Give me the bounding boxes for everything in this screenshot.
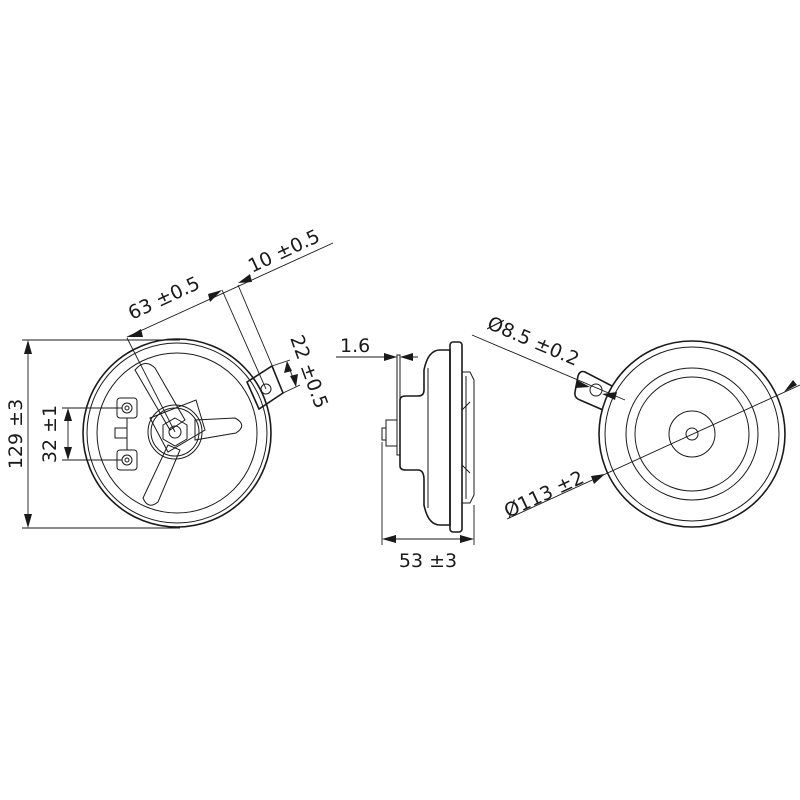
side-housing (399, 349, 451, 526)
center-plate (149, 399, 206, 453)
dim-outer-diameter-label: Ø113 ±2 (501, 467, 588, 523)
front-view: Ø8.5 ±0.2 Ø113 ±2 (471, 312, 800, 528)
dim-bracket-length-label: 22 ±0.5 (285, 332, 332, 411)
front-tab (574, 370, 613, 411)
nut-icon (162, 417, 188, 447)
side-rim (449, 341, 463, 533)
side-view: 1.6 53 ±3 (336, 335, 475, 572)
center-hole (685, 427, 699, 441)
dim-terminal-spacing-label: 32 ±1 (39, 405, 61, 463)
arm-right (194, 417, 243, 441)
bracket-hole (260, 383, 272, 395)
arm-top (134, 363, 186, 431)
arm-bottom (142, 444, 181, 506)
rear-view: 129 ±3 32 ±1 63 ±0.5 10 ±0.5 22 ±0.5 (5, 225, 334, 529)
dim-depth-label: 53 ±3 (399, 550, 457, 572)
side-nut (385, 419, 398, 447)
dim-bracket-width-label: 10 ±0.5 (245, 225, 324, 277)
dim-bracket-offset-label: 63 ±0.5 (125, 272, 204, 324)
dim-hole-diameter-label: Ø8.5 ±0.2 (484, 312, 582, 370)
dim-bracket-thickness-label: 1.6 (340, 335, 370, 357)
dim-height-label: 129 ±3 (5, 399, 27, 469)
